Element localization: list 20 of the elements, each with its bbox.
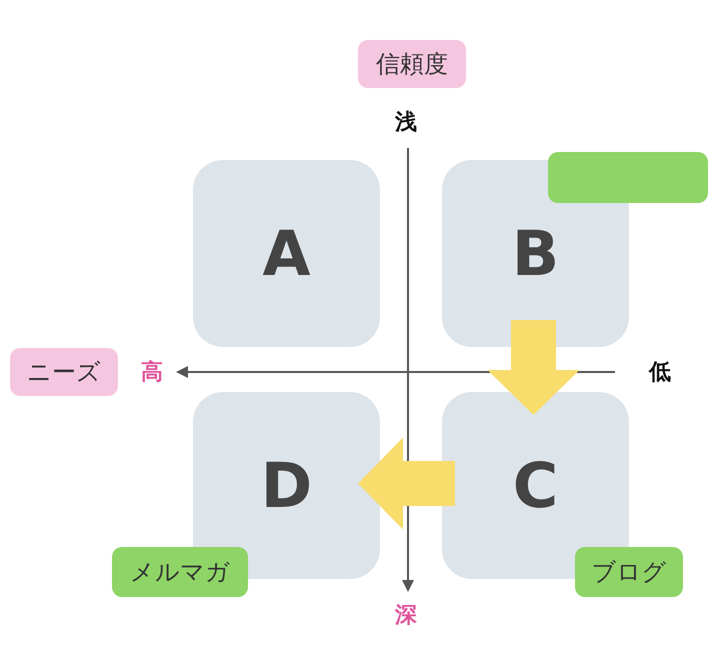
badge-label: ニーズ	[27, 357, 101, 388]
channel-badge	[112, 547, 248, 597]
badge-label: メルマガ	[130, 557, 230, 588]
axis-title-badge	[10, 348, 118, 396]
quadrant-letter: B	[512, 217, 560, 290]
axis-end-label: 低	[649, 359, 671, 387]
badge-label: 信頼度	[376, 49, 448, 80]
channel-badge	[575, 547, 683, 597]
axis-end-label: 浅	[395, 109, 417, 137]
axis-end-label: 高	[141, 358, 163, 387]
axis-title-badge	[358, 40, 466, 88]
block-arrow	[488, 320, 580, 415]
quadrant-letter: A	[262, 217, 310, 290]
axis-end-label: 深	[395, 602, 417, 630]
quadrant-letter: C	[512, 449, 558, 522]
channel-badge	[548, 152, 708, 203]
badge-label: ブログ	[592, 557, 666, 588]
quadrant-letter: D	[260, 449, 312, 522]
quadrant-box	[193, 160, 380, 347]
block-arrow	[358, 438, 455, 530]
